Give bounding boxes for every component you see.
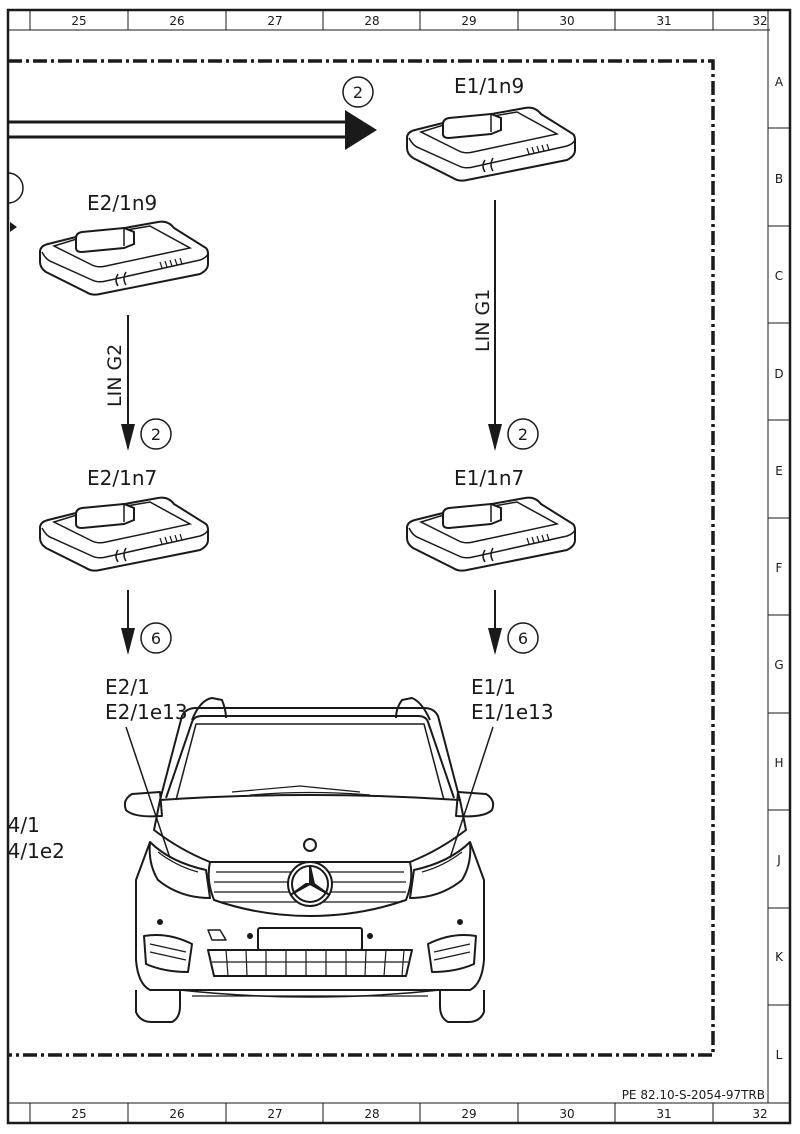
column-numbers-bottom: 25 26 27 28 29 30 31 32 (71, 1107, 767, 1121)
row-letters: A B C D E F G H J K L (774, 75, 784, 1062)
module-e2-1n7: E2/1n7 (39, 466, 209, 572)
label-lin-g2: LIN G2 (104, 344, 126, 407)
row-b: B (775, 172, 783, 186)
van-front-view-icon (123, 697, 495, 1023)
col-27-top: 27 (267, 14, 282, 28)
col-26-bottom: 26 (169, 1107, 184, 1121)
column-numbers-top: 25 26 27 28 29 30 31 32 (71, 14, 767, 28)
circle-ref-lin-g2: 2 (140, 418, 172, 450)
row-k: K (775, 950, 784, 964)
label-e1-1n7: E1/1n7 (454, 466, 524, 490)
col-27-bottom: 27 (267, 1107, 282, 1121)
control-unit-module-icon (39, 496, 209, 572)
lin-g2-connection: LIN G2 (104, 315, 135, 451)
svg-text:2: 2 (151, 425, 161, 444)
circle-ref-left-lower: 6 (140, 622, 172, 654)
col-29-bottom: 29 (461, 1107, 476, 1121)
partial-circle-ref (7, 172, 24, 204)
boundary-dashdot (8, 59, 715, 1057)
label-e4-1: E4/1 (0, 813, 40, 837)
partial-arrowhead (10, 222, 17, 232)
row-h: H (774, 756, 783, 770)
label-e2-1n7: E2/1n7 (87, 466, 157, 490)
svg-text:2: 2 (518, 425, 528, 444)
module-e2-1n9: E2/1n9 (39, 191, 209, 296)
control-unit-module-icon (406, 496, 576, 572)
col-28-top: 28 (364, 14, 379, 28)
cut-off-labels: E4/1 E4/1e2 (0, 813, 65, 863)
lin-g1-connection: LIN G1 (472, 200, 502, 451)
label-e1-1n9: E1/1n9 (454, 74, 524, 98)
row-g: G (774, 658, 783, 672)
col-31-bottom: 31 (656, 1107, 671, 1121)
col-29-top: 29 (461, 14, 476, 28)
row-d: D (774, 367, 783, 381)
label-e2-1e13: E2/1e13 (105, 700, 188, 724)
col-26-top: 26 (169, 14, 184, 28)
label-lin-g1: LIN G1 (472, 289, 494, 352)
label-e2-1n9: E2/1n9 (87, 191, 157, 215)
col-28-bottom: 28 (364, 1107, 379, 1121)
label-e1-1e13: E1/1e13 (471, 700, 554, 724)
label-e2-1: E2/1 (105, 675, 150, 699)
circle-ref-lin-g1: 2 (507, 418, 539, 450)
row-c: C (775, 269, 783, 283)
svg-text:6: 6 (518, 629, 528, 648)
row-e: E (775, 464, 783, 478)
col-30-top: 30 (559, 14, 574, 28)
svg-text:6: 6 (151, 629, 161, 648)
left-output-connection (121, 590, 135, 655)
module-e1-1n7: E1/1n7 (406, 466, 576, 572)
module-e1-1n9: E1/1n9 (406, 74, 576, 182)
border-frame (6, 8, 792, 1125)
row-f: F (776, 561, 783, 575)
document-code: PE 82.10-S-2054-97TRB (622, 1088, 765, 1102)
row-j: J (776, 853, 781, 867)
row-a: A (775, 75, 784, 89)
col-30-bottom: 30 (559, 1107, 574, 1121)
control-unit-module-icon (39, 220, 209, 296)
right-output-connection (488, 590, 502, 655)
incoming-bus-arrow (8, 110, 377, 150)
label-e4-1e2: E4/1e2 (0, 839, 65, 863)
svg-text:2: 2 (353, 83, 363, 102)
circle-ref-top: 2 (342, 76, 374, 108)
label-e1-1: E1/1 (471, 675, 516, 699)
control-unit-module-icon (406, 106, 576, 182)
circle-ref-right-lower: 6 (507, 622, 539, 654)
col-31-top: 31 (656, 14, 671, 28)
col-32-bottom: 32 (752, 1107, 767, 1121)
row-l: L (776, 1048, 783, 1062)
col-32-top: 32 (752, 14, 767, 28)
grid-ticks (29, 10, 790, 1123)
col-25-bottom: 25 (71, 1107, 86, 1121)
col-25-top: 25 (71, 14, 86, 28)
